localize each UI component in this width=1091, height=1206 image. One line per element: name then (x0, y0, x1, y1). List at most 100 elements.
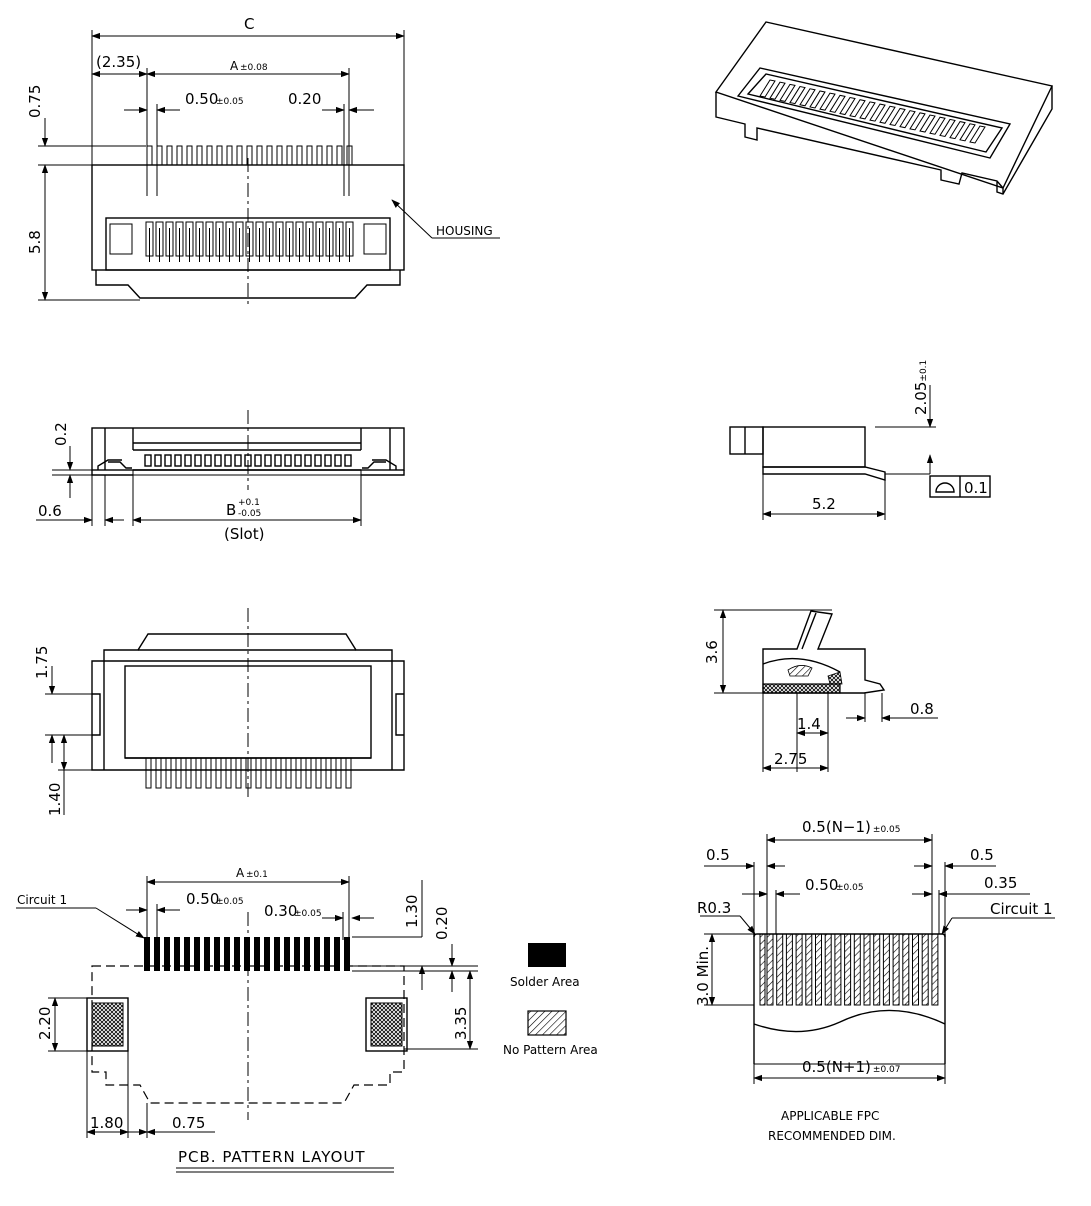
solder-pad (184, 937, 190, 971)
iso-contact (779, 83, 796, 102)
dim-foot-height: 0.2 (52, 422, 70, 446)
front-tooth (174, 454, 182, 467)
fpc-dim-pitch: 0.50 (805, 876, 838, 894)
iso-contact (799, 88, 816, 107)
solder-pad (144, 937, 150, 971)
pcb-right-pad (365, 997, 408, 1052)
isometric-view (714, 21, 1054, 195)
top-pin (266, 145, 273, 166)
slot-label: (Slot) (224, 525, 264, 543)
solder-pad (234, 937, 240, 971)
top-pin (166, 145, 173, 166)
iso-contact (759, 79, 776, 98)
solder-pad (154, 937, 160, 971)
iso-contact (859, 101, 876, 120)
dim-open-0-8: 0.8 (910, 700, 934, 718)
bottom-pin (255, 757, 262, 789)
iso-contact (879, 105, 896, 124)
pcb-dim-pad-width-tol: ±0.05 (294, 909, 322, 919)
solder-pad (274, 937, 280, 971)
bottom-pin (215, 757, 222, 789)
top-pin (176, 145, 183, 166)
solder-pad (214, 937, 220, 971)
solder-pad (224, 937, 230, 971)
solder-pad (174, 937, 180, 971)
fpc-dim-left: 0.5 (706, 846, 730, 864)
front-tooth (234, 454, 242, 467)
solder-pad (324, 937, 330, 971)
top-pin (216, 145, 223, 166)
dim-offset: (2.35) (96, 53, 141, 71)
solder-pad (334, 937, 340, 971)
fpc-contact (785, 933, 793, 1006)
solder-pad (204, 937, 210, 971)
iso-contact (969, 125, 986, 144)
bottom-pin (235, 757, 242, 789)
top-pin (316, 145, 323, 166)
iso-contact (829, 94, 846, 113)
top-pin (156, 145, 163, 166)
iso-contact (909, 112, 926, 131)
iso-contact (869, 103, 886, 122)
iso-contact (809, 90, 826, 109)
pcb-dim-2-20: 2.20 (36, 1007, 54, 1040)
front-tooth (244, 454, 252, 467)
bottom-pin (155, 757, 162, 789)
fpc-contact (931, 933, 939, 1006)
front-tooth (144, 454, 152, 467)
front-tooth (154, 454, 162, 467)
side-view: 2.05±0.1 0.1 5.2 (729, 360, 991, 520)
top-pin (306, 145, 313, 166)
bottom-view: 1.75 1.40 (33, 608, 405, 816)
pcb-dim-3-35: 3.35 (452, 1007, 470, 1040)
dim-foot-width: 0.6 (38, 502, 62, 520)
bottom-pin (165, 757, 172, 789)
fpc-dim-top: 0.5(N−1)±0.05 (802, 818, 901, 836)
top-pin (146, 145, 153, 166)
solder-pad (244, 937, 250, 971)
top-pin (326, 145, 333, 166)
dim-c: C (244, 15, 254, 33)
pcb-dim-1-30: 1.30 (403, 895, 421, 928)
fpc-contact (795, 933, 803, 1006)
bottom-pin (285, 757, 292, 789)
solder-pad (264, 937, 270, 971)
top-pin (276, 145, 283, 166)
solder-pad (344, 937, 350, 971)
fpc-dim-pitch-tol: ±0.05 (836, 883, 864, 893)
solder-pad (164, 937, 170, 971)
pcb-title: PCB. PATTERN LAYOUT (178, 1148, 366, 1166)
iso-contact (789, 86, 806, 105)
pcb-dim-pitch-tol: ±0.05 (216, 897, 244, 907)
dim-open-1-4: 1.4 (797, 715, 821, 733)
front-tooth (184, 454, 192, 467)
fpc-circuit1: Circuit 1 (990, 900, 1053, 918)
iso-contact (919, 114, 936, 133)
pcb-dim-pitch: 0.50 (186, 890, 219, 908)
dim-b-tol-plus: +0.1 (238, 498, 260, 508)
front-tooth (344, 454, 352, 467)
fpc-contact (873, 933, 881, 1006)
front-tooth (264, 454, 272, 467)
iso-contact (929, 116, 946, 135)
fpc-dim-0-35: 0.35 (984, 874, 1017, 892)
top-pin (196, 145, 203, 166)
top-pin (186, 145, 193, 166)
dim-a-tol: ±0.08 (240, 63, 268, 73)
fpc-contact (921, 933, 929, 1006)
iso-contact (819, 92, 836, 111)
bottom-pin (205, 757, 212, 789)
iso-contact (899, 110, 916, 129)
fpc-contact (805, 933, 813, 1006)
bottom-pin (175, 757, 182, 789)
bottom-pin (275, 757, 282, 789)
top-pin (206, 145, 213, 166)
bottom-pin (185, 757, 192, 789)
top-pin (336, 145, 343, 166)
dim-side-width: 5.2 (812, 495, 836, 513)
dim-b: B (226, 501, 236, 519)
bottom-pin (325, 757, 332, 789)
bottom-pin (265, 757, 272, 789)
pcb-circuit1: Circuit 1 (17, 893, 67, 907)
front-tooth (224, 454, 232, 467)
